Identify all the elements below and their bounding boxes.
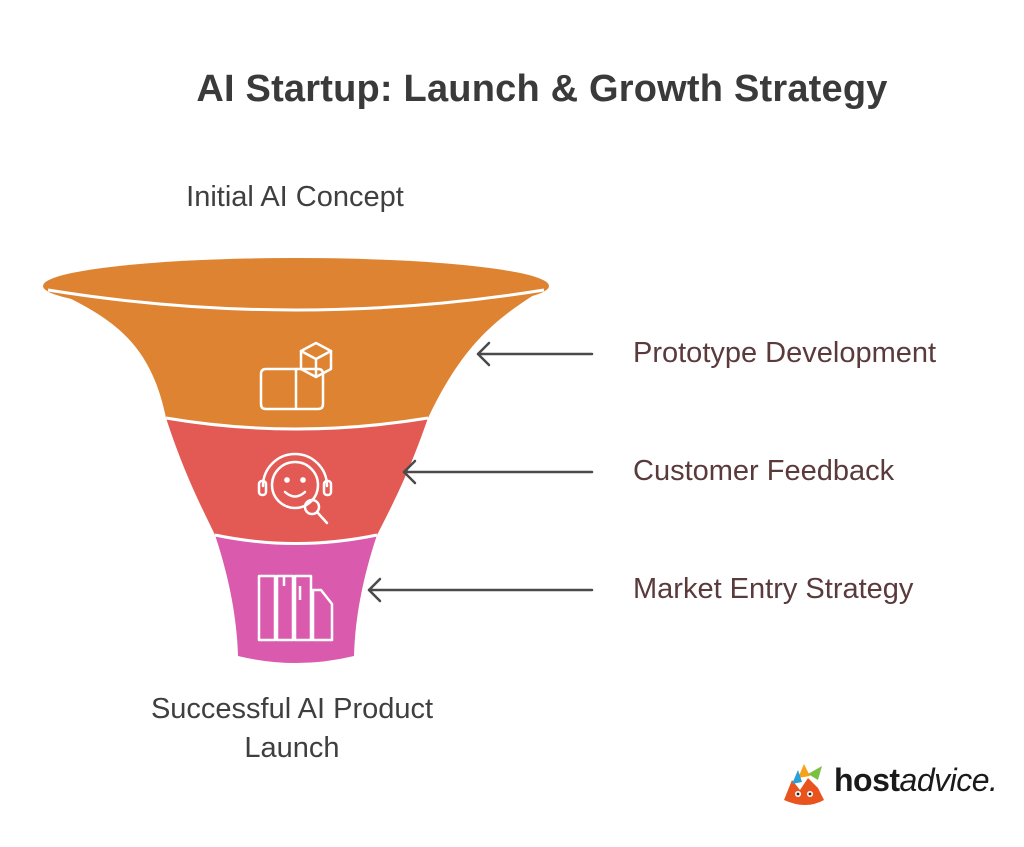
stage-label-feedback: Customer Feedback bbox=[633, 455, 895, 487]
funnel-rim-highlight bbox=[47, 288, 545, 312]
hostadvice-logo: hostadvice. bbox=[778, 760, 1008, 810]
logo-wordmark: hostadvice. bbox=[834, 762, 998, 799]
funnel-output-line1: Successful AI Product bbox=[150, 693, 434, 725]
logo-word-host: host bbox=[834, 762, 900, 798]
funnel-output-line2: Launch bbox=[244, 732, 340, 764]
stage-label-prototype: Prototype Development bbox=[633, 337, 937, 369]
arrow-prototype bbox=[476, 341, 594, 367]
arrow-feedback bbox=[402, 459, 594, 485]
strategy-columns-icon bbox=[257, 574, 334, 642]
stage-arrows bbox=[367, 341, 594, 603]
support-headset-face-icon bbox=[257, 452, 333, 525]
funnel-input-label: Initial AI Concept bbox=[186, 181, 404, 213]
funnel-output-label: Successful AI Product Launch bbox=[92, 690, 492, 768]
funnel-stage-feedback bbox=[166, 418, 428, 544]
diagram-title: AI Startup: Launch & Growth Strategy bbox=[196, 68, 888, 110]
logo-word-advice: advice. bbox=[899, 762, 998, 798]
prototype-cube-icon bbox=[259, 341, 333, 411]
funnel-rim bbox=[43, 258, 549, 314]
fox-mascot-icon bbox=[784, 764, 824, 805]
arrow-market bbox=[367, 577, 594, 603]
stage-label-market: Market Entry Strategy bbox=[633, 573, 914, 605]
funnel-stage-prototype bbox=[44, 286, 548, 429]
